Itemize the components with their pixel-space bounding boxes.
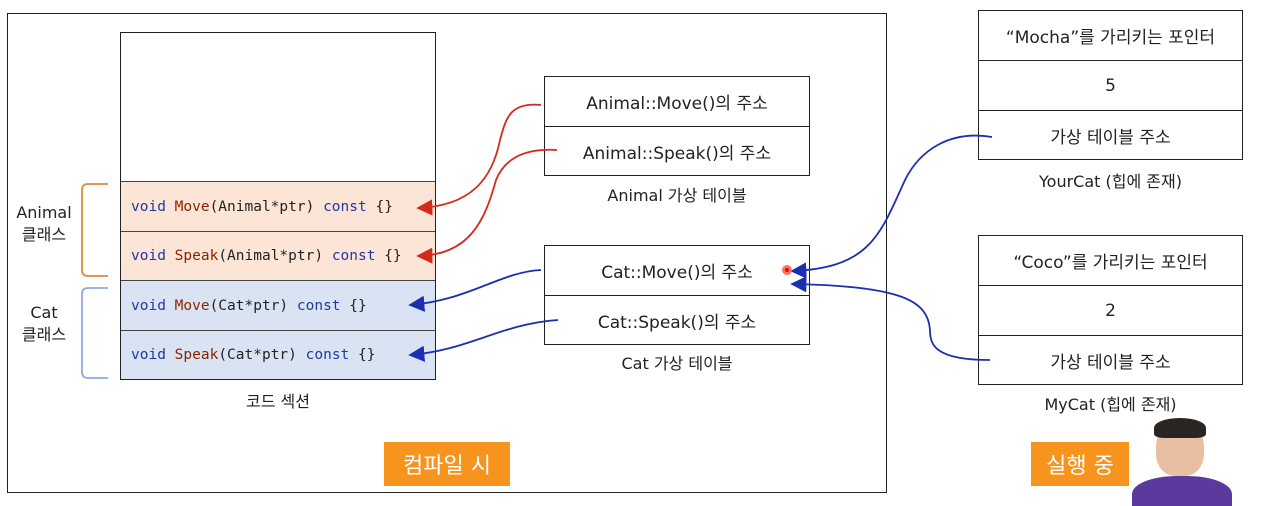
yourcat-object: “Mocha”를 가리키는 포인터 5 가상 테이블 주소 <box>978 10 1243 160</box>
cat-vtable: Cat::Move()의 주소 Cat::Speak()의 주소 <box>544 245 810 345</box>
animal-vtable-speak-entry: Animal::Speak()의 주소 <box>582 143 772 164</box>
animal-bracket <box>81 183 108 277</box>
yourcat-caption: YourCat (힙에 존재) <box>1039 172 1182 191</box>
cat-vtable-move-entry: Cat::Move()의 주소 <box>545 246 809 296</box>
yourcat-age-value: 5 <box>979 61 1242 111</box>
mycat-caption: MyCat (힙에 존재) <box>1044 395 1177 414</box>
yourcat-name-pointer: “Mocha”를 가리키는 포인터 <box>979 11 1242 61</box>
code-row-cat-speak: void Speak(Cat* ptr) const {} <box>121 330 435 379</box>
mycat-vtable-address: 가상 테이블 주소 <box>1050 352 1171 373</box>
cat-bracket <box>81 287 108 379</box>
arrow-yourcat-vptr <box>790 134 993 279</box>
mycat-name-pointer: “Coco”를 가리키는 포인터 <box>979 236 1242 286</box>
mycat-object: “Coco”를 가리키는 포인터 2 가상 테이블 주소 <box>978 235 1243 385</box>
mycat-age-value: 2 <box>979 286 1242 336</box>
code-row-animal-move: void Move(Animal* ptr) const {} <box>121 181 435 231</box>
compile-time-panel <box>7 13 887 493</box>
animal-vtable-caption: Animal 가상 테이블 <box>607 186 747 205</box>
presenter-avatar <box>1128 418 1236 506</box>
code-row-animal-speak: void Speak(Animal* ptr) const {} <box>121 231 435 280</box>
yourcat-vtable-address: 가상 테이블 주소 <box>1050 127 1171 148</box>
animal-vtable-move-entry: Animal::Move()의 주소 <box>545 77 809 127</box>
compile-time-banner: 컴파일 시 <box>384 442 510 486</box>
arrow-animal-speak <box>416 148 558 264</box>
animal-class-label: Animal 클래스 <box>16 203 72 244</box>
code-row-cat-move: void Move(Cat* ptr) const {} <box>121 280 435 330</box>
animal-vtable: Animal::Move()의 주소 Animal::Speak()의 주소 <box>544 76 810 176</box>
arrow-cat-speak <box>408 319 559 362</box>
arrow-animal-move <box>416 103 542 216</box>
runtime-banner: 실행 중 <box>1031 442 1129 486</box>
code-section-caption: 코드 섹션 <box>246 392 310 411</box>
arrow-mycat-vptr <box>790 276 991 361</box>
cat-vtable-speak-entry: Cat::Speak()의 주소 <box>597 312 757 333</box>
cat-vtable-caption: Cat 가상 테이블 <box>621 354 733 373</box>
arrow-cat-move <box>408 269 542 312</box>
cat-class-label: Cat 클래스 <box>21 303 67 344</box>
